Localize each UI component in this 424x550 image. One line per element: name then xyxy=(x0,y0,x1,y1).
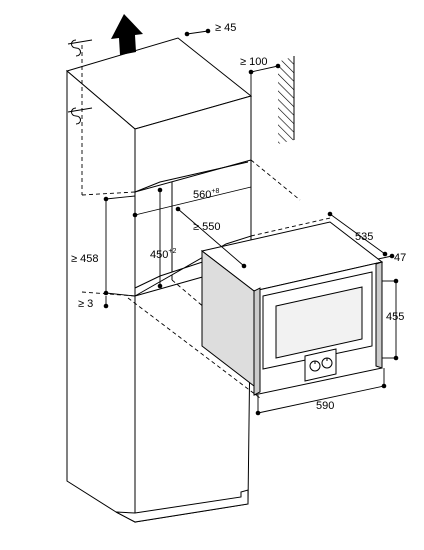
label-appliance-height: 455 xyxy=(386,311,404,323)
control-panel xyxy=(304,348,337,382)
label-niche-width: 560+8 xyxy=(193,188,219,201)
cabinet-left-side xyxy=(66,69,136,523)
appliance xyxy=(200,221,384,396)
control-knobs xyxy=(309,357,333,372)
label-niche-depth: ≥ 550 xyxy=(193,221,220,233)
airflow-arrow-icon xyxy=(111,14,143,55)
label-rear-clearance: ≥ 100 xyxy=(240,56,267,68)
label-cabinet-opening: ≥ 458 xyxy=(71,253,98,265)
label-top-clearance: ≥ 45 xyxy=(215,22,236,34)
label-gap-bottom: ≥ 3 xyxy=(78,298,93,310)
wall-hatch-icon xyxy=(278,56,295,144)
door-window xyxy=(275,286,363,359)
label-niche-height: 450+2 xyxy=(150,248,176,261)
dimension-dots xyxy=(103,28,399,416)
cut-mark-icon xyxy=(67,39,93,125)
label-front-thickness: 47 xyxy=(394,252,406,264)
dimension-labels: ≥ 45 ≥ 100 560+8 ≥ 550 450+2 ≥ 458 ≥ 3 5… xyxy=(71,22,406,412)
label-appliance-width: 590 xyxy=(316,400,334,412)
cabinet-plinth xyxy=(115,489,249,523)
label-appliance-depth: 535 xyxy=(355,231,373,243)
dimension-lines xyxy=(105,30,397,415)
